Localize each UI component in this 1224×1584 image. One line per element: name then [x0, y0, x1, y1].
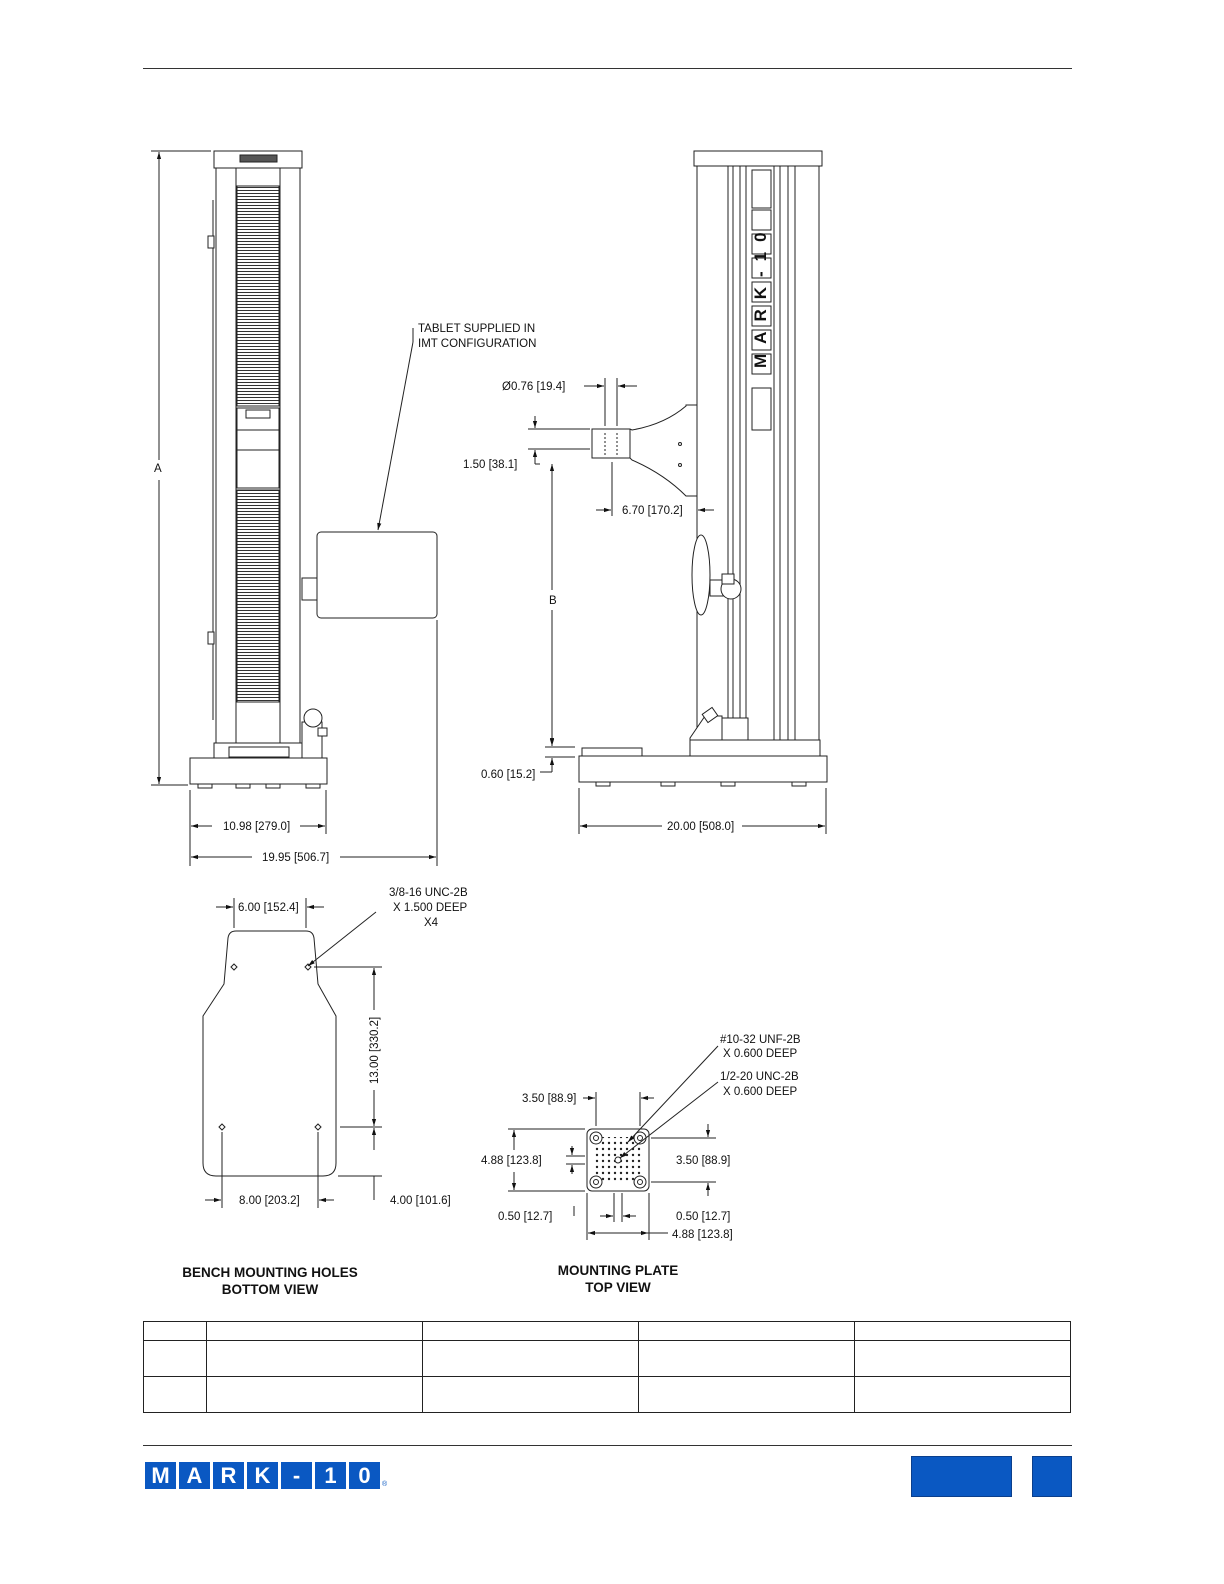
bench-dim-vertical: 13.00 [330.2] — [369, 1017, 381, 1084]
front-dim-b: B — [549, 595, 557, 607]
header-rule — [143, 68, 1072, 69]
column-logo-text: MARK-10 — [751, 222, 770, 368]
table-cell — [422, 1321, 639, 1341]
table-cell — [143, 1376, 207, 1413]
plate-dim-bottom: 4.88 [123.8] — [672, 1229, 733, 1241]
mounting-plate-view — [508, 1045, 719, 1240]
logo-tile: R — [213, 1462, 244, 1489]
bench-holes-view — [202, 898, 382, 1208]
bench-thread-line1: 3/8-16 UNC-2B — [389, 887, 468, 899]
plate-dim-left: 4.88 [123.8] — [481, 1155, 542, 1167]
dimension-table — [143, 1321, 1071, 1413]
bench-dim-bottom-span: 8.00 [203.2] — [239, 1195, 300, 1207]
table-cell — [143, 1340, 207, 1377]
table-cell — [206, 1376, 423, 1413]
bench-thread-line2: X 1.500 DEEP — [393, 902, 467, 914]
table-row — [143, 1321, 1071, 1341]
plate-title-line1: MOUNTING PLATE — [558, 1263, 679, 1278]
plate-dim-right: 3.50 [88.9] — [676, 1155, 730, 1167]
bench-dim-bottom-offset: 4.00 [101.6] — [390, 1195, 451, 1207]
logo-tile: 1 — [315, 1462, 346, 1489]
plate-thread2-line1: 1/2-20 UNC-2B — [720, 1071, 799, 1083]
table-row — [143, 1376, 1071, 1413]
registered-mark: ® — [382, 1481, 388, 1488]
mark-10-logo: M A R K - 1 0 ® — [145, 1462, 387, 1489]
table-cell — [854, 1321, 1071, 1341]
logo-tile: K — [247, 1462, 278, 1489]
table-cell — [206, 1321, 423, 1341]
tablet-note-line1: TABLET SUPPLIED IN — [418, 323, 535, 335]
plate-dim-top: 3.50 [88.9] — [522, 1093, 576, 1105]
logo-tile: 0 — [349, 1462, 380, 1489]
table-cell — [143, 1321, 207, 1341]
tablet-note-line2: IMT CONFIGURATION — [418, 338, 536, 350]
side-dim-a: A — [154, 463, 162, 475]
plate-dim-bottom-left: 0.50 [12.7] — [498, 1211, 552, 1223]
plate-dim-bottom-right: 0.50 [12.7] — [676, 1211, 730, 1223]
front-dim-arm-reach: 6.70 [170.2] — [622, 505, 683, 517]
plate-thread1-line2: X 0.600 DEEP — [723, 1048, 797, 1060]
plate-thread1-line1: #10-32 UNF-2B — [720, 1034, 801, 1046]
table-cell — [206, 1340, 423, 1377]
plate-title-line2: TOP VIEW — [585, 1280, 651, 1295]
side-view — [151, 150, 438, 866]
front-dim-arm-height: 1.50 [38.1] — [463, 459, 517, 471]
plate-thread2-line2: X 0.600 DEEP — [723, 1086, 797, 1098]
bench-thread-line3: X4 — [424, 917, 439, 929]
table-cell — [854, 1340, 1071, 1377]
table-cell — [638, 1340, 855, 1377]
logo-tile: M — [145, 1462, 176, 1489]
front-dim-base: 0.60 [15.2] — [481, 769, 535, 781]
footer-section-box[interactable] — [911, 1456, 1012, 1497]
bench-title-line2: BOTTOM VIEW — [222, 1282, 319, 1297]
logo-tile: A — [179, 1462, 210, 1489]
front-dim-width: 20.00 [508.0] — [667, 821, 734, 833]
footer-page-box[interactable] — [1032, 1456, 1072, 1497]
bench-title-line1: BENCH MOUNTING HOLES — [182, 1265, 358, 1280]
footer-rule — [143, 1445, 1072, 1446]
side-dim-width: 10.98 [279.0] — [223, 821, 290, 833]
front-view — [528, 150, 828, 834]
table-cell — [422, 1340, 639, 1377]
logo-tile: - — [281, 1462, 312, 1489]
table-cell — [854, 1376, 1071, 1413]
bench-dim-top-span: 6.00 [152.4] — [238, 902, 299, 914]
front-dim-hole: Ø0.76 [19.4] — [502, 381, 565, 393]
table-cell — [638, 1321, 855, 1341]
table-cell — [638, 1376, 855, 1413]
side-dim-overall: 19.95 [506.7] — [262, 852, 329, 864]
table-cell — [422, 1376, 639, 1413]
table-row — [143, 1340, 1071, 1377]
